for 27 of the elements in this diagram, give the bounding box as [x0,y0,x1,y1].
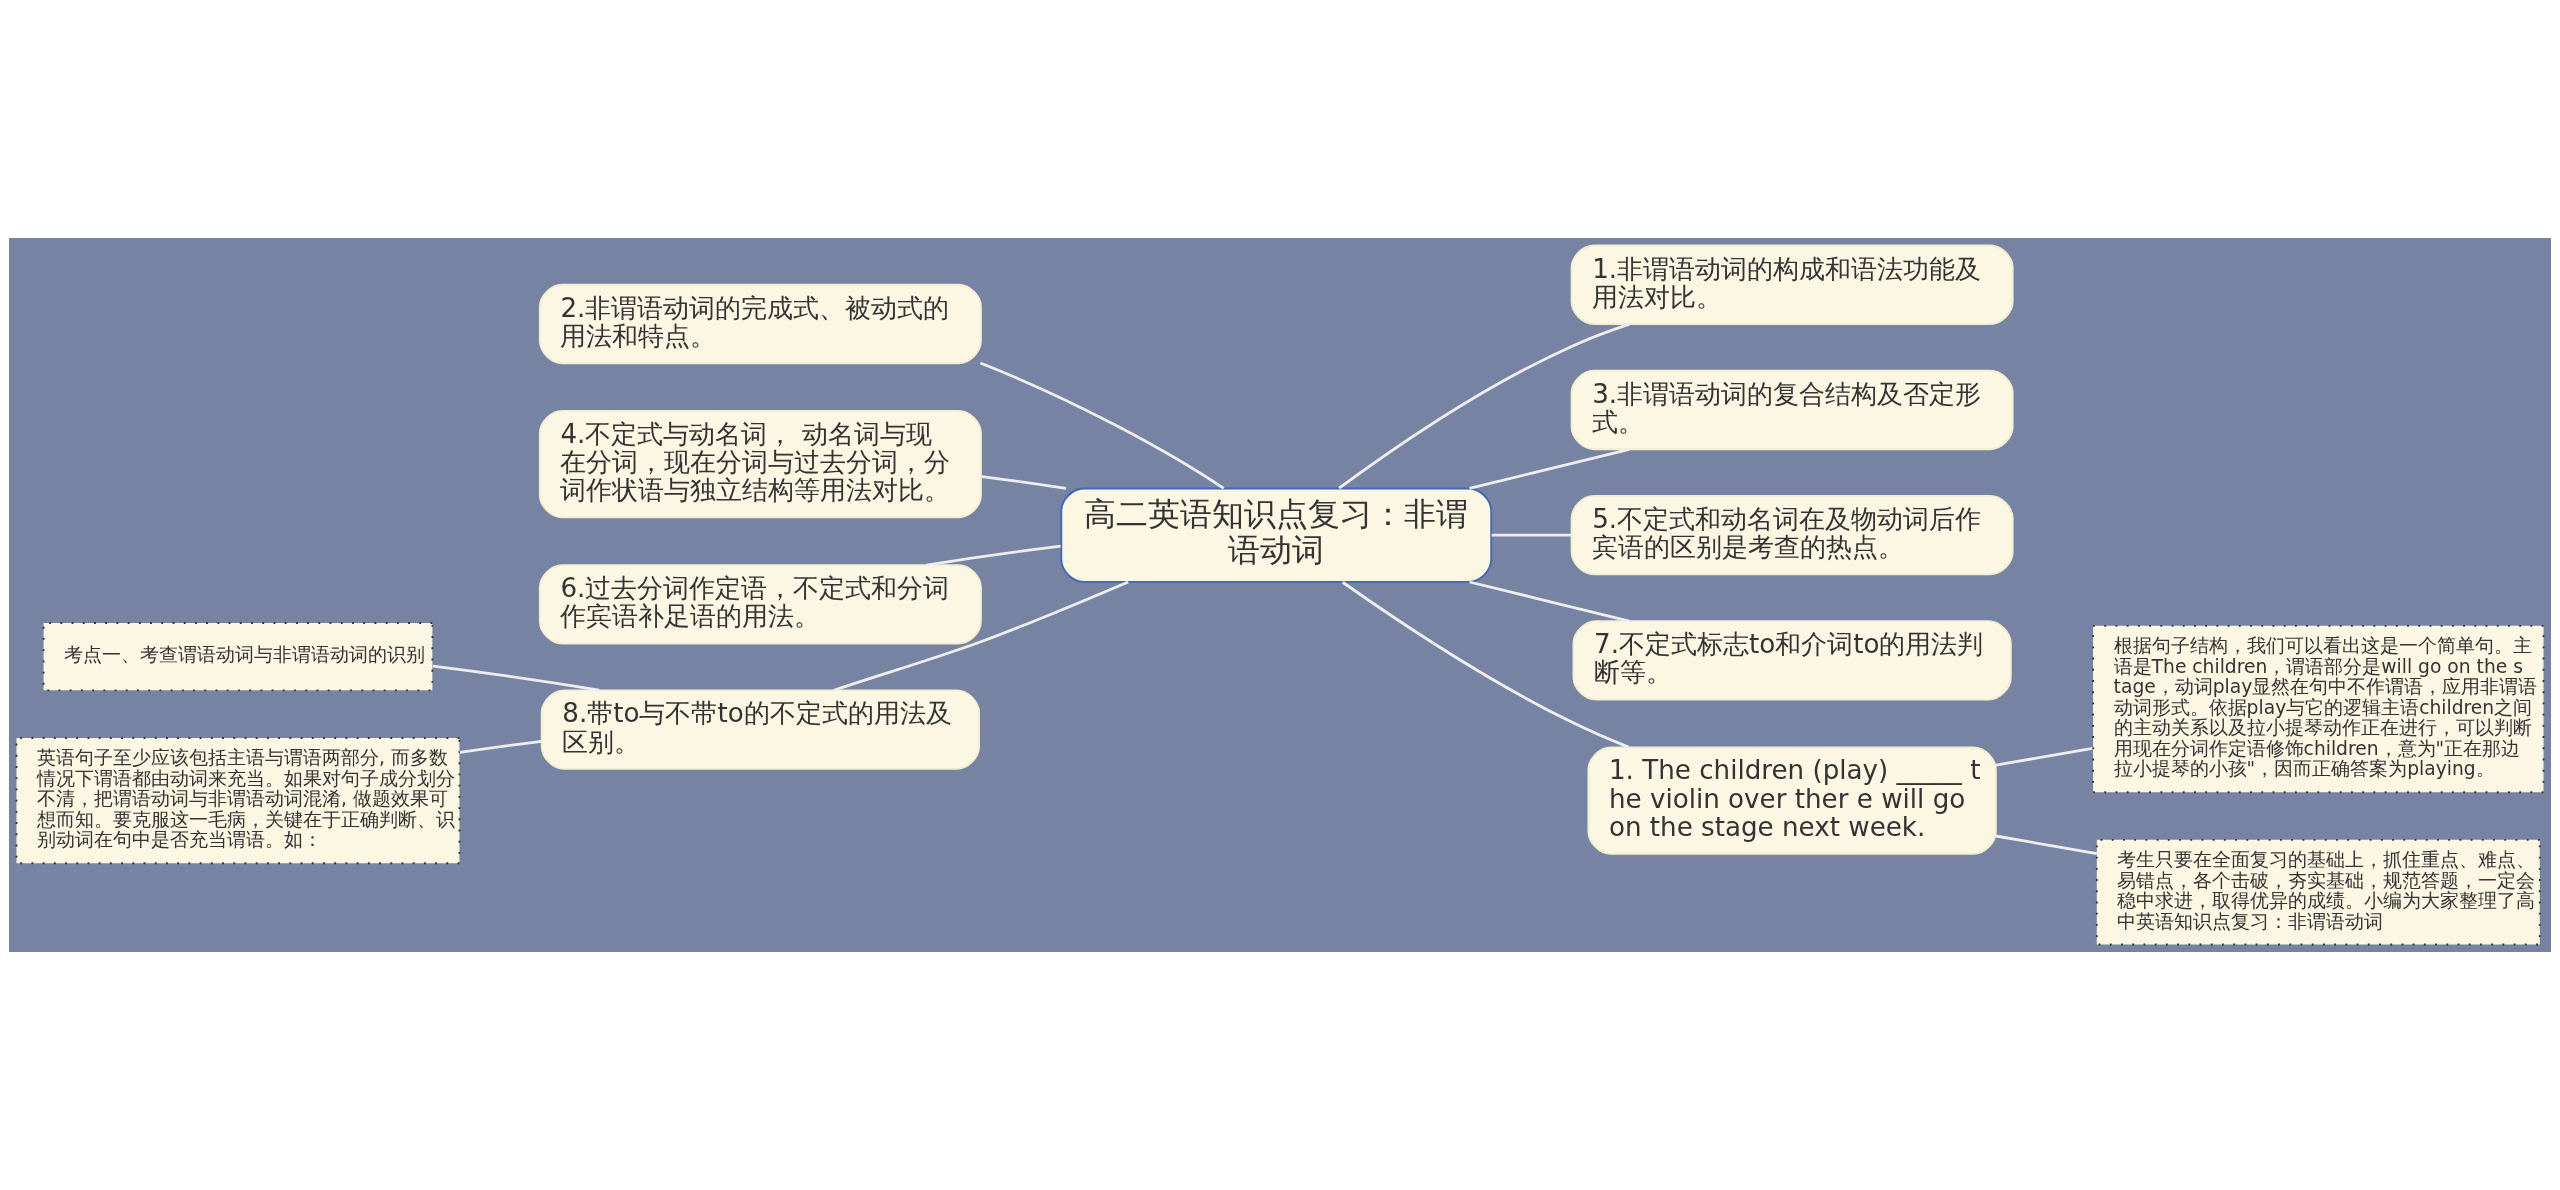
connector [1491,533,1572,537]
node-box: 3.非谓语动词的复合结构及否定形式。 [1570,369,2014,451]
connector [1995,834,2097,856]
connector [1341,581,1630,749]
connector [1469,448,1630,490]
node-box: 考生只要在全面复习的基础上，抓住重点、难点、易错点，各个击破，夯实基础，规范答题，一定会稳中求进，取得优异的成绩。小编为大家整理了高中英语知识点复习：非谓语动词 [2095,838,2541,946]
node-box: 6.过去分词作定语，不定式和分词作宾语补足语的用法。 [538,564,982,645]
node-box: 高二英语知识点复习：非谓语动词 [1060,487,1493,583]
node-box: 8.带to与不带to的不定式的用法及区别。 [540,689,980,770]
connector [833,580,1129,692]
node-box: 2.非谓语动词的完成式、被动式的用法和特点。 [538,283,982,365]
connector [979,361,1225,490]
connector [981,475,1067,490]
node-box: 考点一、考查谓语动词与非谓语动词的识别 [42,622,434,692]
node-box: 4.不定式与动名词， 动名词与现在分词，现在分词与过去分词，分词作状语与独立结构等用法对比。 [538,409,982,519]
connector [926,544,1061,567]
connector [1338,322,1630,490]
node-box: 1.非谓语动词的构成和语法功能及用法对比。 [1570,244,2014,325]
connector [459,739,542,754]
node-box: 1. The children (play) _____ the violin over ther e will go on the stage next week. [1587,746,1997,855]
node-box: 英语句子至少应该包括主语与谓语两部分, 而多数情况下谓语都由动词来充当。如果对句子成分划分不清，把谓语动词与非谓语动词混淆, 做题效果可想而知。要克服这一毛病，关键在于正确判断、识别动词在句中是否充当谓语。如： [15,737,461,865]
connector [1469,580,1630,623]
node-box: 7.不定式标志to和介词to的用法判断等。 [1572,620,2012,701]
connector [432,664,600,692]
connector [1995,746,2093,767]
node-box: 5.不定式和动名词在及物动词后作宾语的区别是考查的热点。 [1570,495,2014,576]
node-box: 根据句子结构，我们可以看出这是一个简单句。主语是The children，谓语部分是will go on the stage，动词play显然在句中不作谓语，应用非谓语动词形式。依据play与它的逻辑主语children之间的主动关系以及拉小提琴动作正在进行，可以判断用现在分词作定语修饰children，意为"正在那边拉小提琴的小孩"，因而正确答案为playing。 [2092,624,2545,794]
